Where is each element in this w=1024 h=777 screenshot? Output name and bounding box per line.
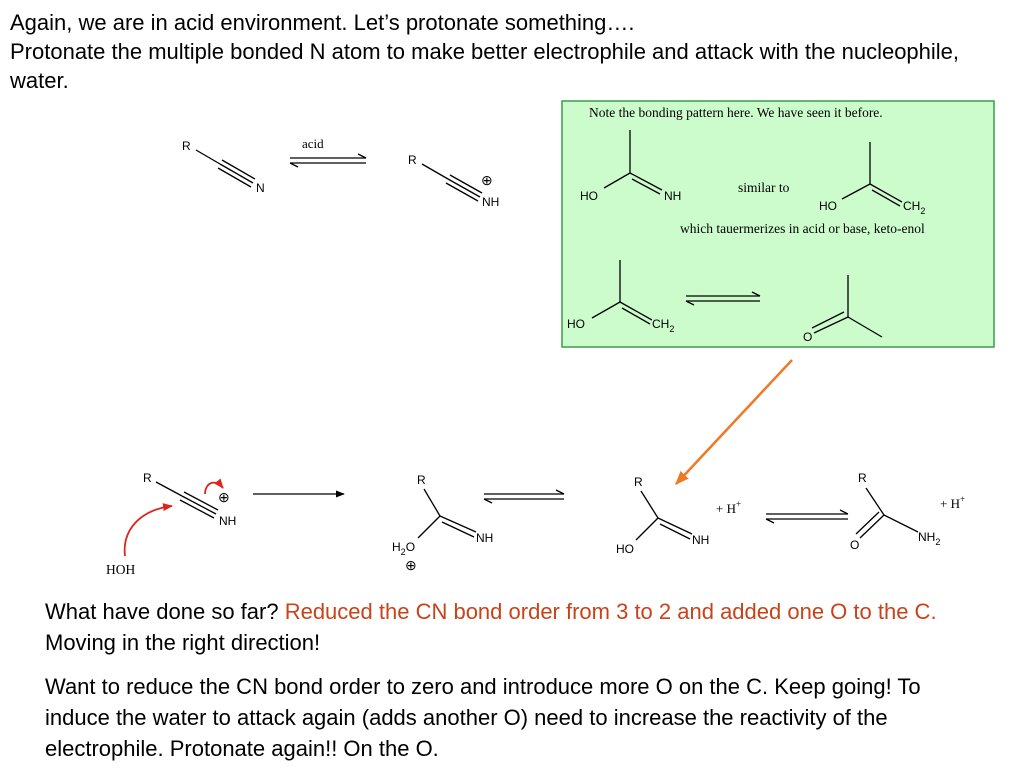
nitrile-r-label: R (182, 139, 191, 153)
summary-question: What have done so far? (45, 599, 285, 624)
mech-r4-label: R (858, 471, 867, 485)
mech-nh2-label: NH (476, 531, 493, 545)
enol-ch2-label: CH2 (903, 199, 925, 216)
enol-ho-label: HO (819, 199, 837, 213)
mech-h-plus-1: + H+ (716, 499, 741, 516)
enol2-ch2-label: CH2 (652, 317, 674, 334)
mech-r1-label: R (143, 471, 152, 485)
mech-imidic-acid-bonds (635, 490, 693, 541)
intro-text: Again, we are in acid environment. Let’s… (10, 8, 1010, 95)
mech-nh3-label: NH (692, 533, 709, 547)
equilibrium-arrow-2 (483, 489, 565, 504)
mech-h2o-label: H2O (392, 540, 415, 557)
electron-push-arrow-2 (123, 503, 173, 557)
mech-r2-label: R (417, 473, 426, 487)
summary-text: What have done so far? Reduced the CN bo… (45, 596, 985, 777)
nitrile-n-label: N (256, 181, 265, 195)
mech-plus-charge-2: ⊕ (405, 557, 417, 573)
summary-paragraph-2: Want to reduce the CN bond order to zero… (45, 674, 921, 761)
note-box-title: Note the bonding pattern here. We have s… (589, 105, 883, 120)
mech-intermediate-bonds (417, 488, 477, 539)
ketone-structure (811, 275, 883, 338)
mech-r3-label: R (634, 475, 643, 489)
intro-line-2: Protonate the multiple bonded N atom to … (10, 39, 960, 93)
intro-line-1: Again, we are in acid environment. Let’s… (10, 10, 635, 35)
summary-paragraph-1: What have done so far? Reduced the CN bo… (45, 596, 985, 658)
similar-to-label: similar to (738, 180, 790, 195)
tautomer-note-text: which tauermerizes in acid or base, keto… (680, 221, 925, 236)
note-box-background (561, 100, 995, 348)
nitrilium-r-label: R (408, 153, 417, 167)
mech-o4-label: O (850, 538, 859, 552)
mech-nh2-amide-label: NH2 (918, 530, 940, 547)
mech-nh1-label: NH (219, 514, 236, 528)
equilibrium-arrow-3 (765, 509, 849, 524)
mechanism-scheme: R ⊕ NH HOH R H2O NH ⊕ R (106, 471, 965, 577)
mech-hoh-label: HOH (106, 562, 135, 577)
plus-charge-symbol: ⊕ (481, 172, 493, 188)
enol2-ho-label: HO (567, 317, 585, 331)
nitrilium-nh-label: NH (482, 195, 499, 209)
summary-conclusion: Moving in the right direction! (45, 630, 321, 655)
nitrilium-bonds (421, 163, 483, 202)
enol-structure-2 (591, 260, 653, 325)
imidic-nh-label: NH (664, 189, 681, 203)
summary-highlight: Reduced the CN bond order from 3 to 2 an… (284, 599, 937, 624)
ketone-o-label: O (803, 330, 812, 344)
mech-ho3-label: HO (616, 542, 634, 556)
acid-reagent-label: acid (302, 136, 324, 151)
electron-push-arrow-1 (204, 478, 224, 495)
scheme-nitrile-protonation: R N acid R ⊕ NH (182, 136, 499, 209)
imidic-ho-label: HO (580, 189, 598, 203)
mech-plus-charge-1: ⊕ (218, 489, 230, 505)
mech-nitrilium-bonds (155, 481, 219, 519)
mech-amide-bonds (855, 487, 919, 539)
enol-structure-1 (841, 142, 903, 207)
equilibrium-arrow-1 (289, 153, 367, 168)
equilibrium-arrow-keto-enol (685, 291, 761, 306)
mech-h-plus-2: + H+ (940, 494, 965, 511)
note-box: Note the bonding pattern here. We have s… (561, 100, 995, 348)
pointer-arrow (675, 359, 793, 486)
imidic-acid-structure (603, 130, 663, 195)
nitrile-bonds (195, 149, 256, 188)
